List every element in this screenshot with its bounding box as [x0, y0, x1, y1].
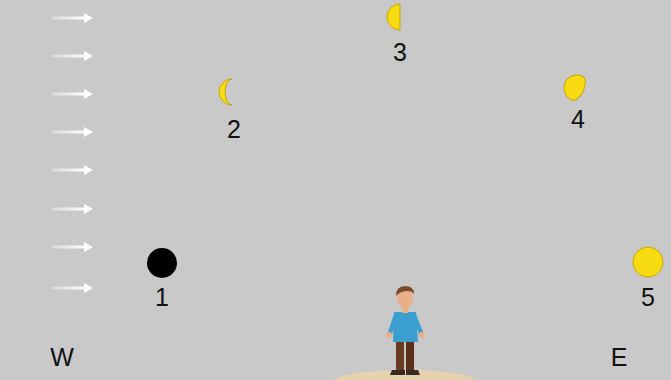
- ground-patch: [333, 370, 477, 380]
- callout-number: 5: [641, 285, 655, 310]
- observer-figure: [386, 286, 425, 375]
- sunlight-arrow: [52, 165, 93, 175]
- sunlight-arrow: [52, 283, 93, 293]
- gibbous-moon: [560, 71, 589, 103]
- callout-number: 1: [155, 285, 169, 310]
- full-moon: [633, 247, 663, 277]
- callout-number: 4: [571, 107, 585, 132]
- direction-label: W: [50, 345, 74, 370]
- callout-number: 3: [393, 40, 407, 65]
- new-moon: [147, 248, 177, 278]
- sunlight-arrow: [52, 242, 93, 252]
- sunlight-arrow: [52, 127, 93, 137]
- sunlight-arrow: [52, 204, 93, 214]
- quarter-moon: [387, 4, 400, 30]
- direction-label: E: [611, 345, 628, 370]
- sunlight-arrow: [52, 51, 93, 61]
- crescent-moon: [219, 79, 232, 105]
- sunlight-arrow: [52, 89, 93, 99]
- sunlight-arrows: [52, 13, 93, 293]
- sunlight-arrow: [52, 13, 93, 23]
- callout-number: 2: [227, 117, 241, 142]
